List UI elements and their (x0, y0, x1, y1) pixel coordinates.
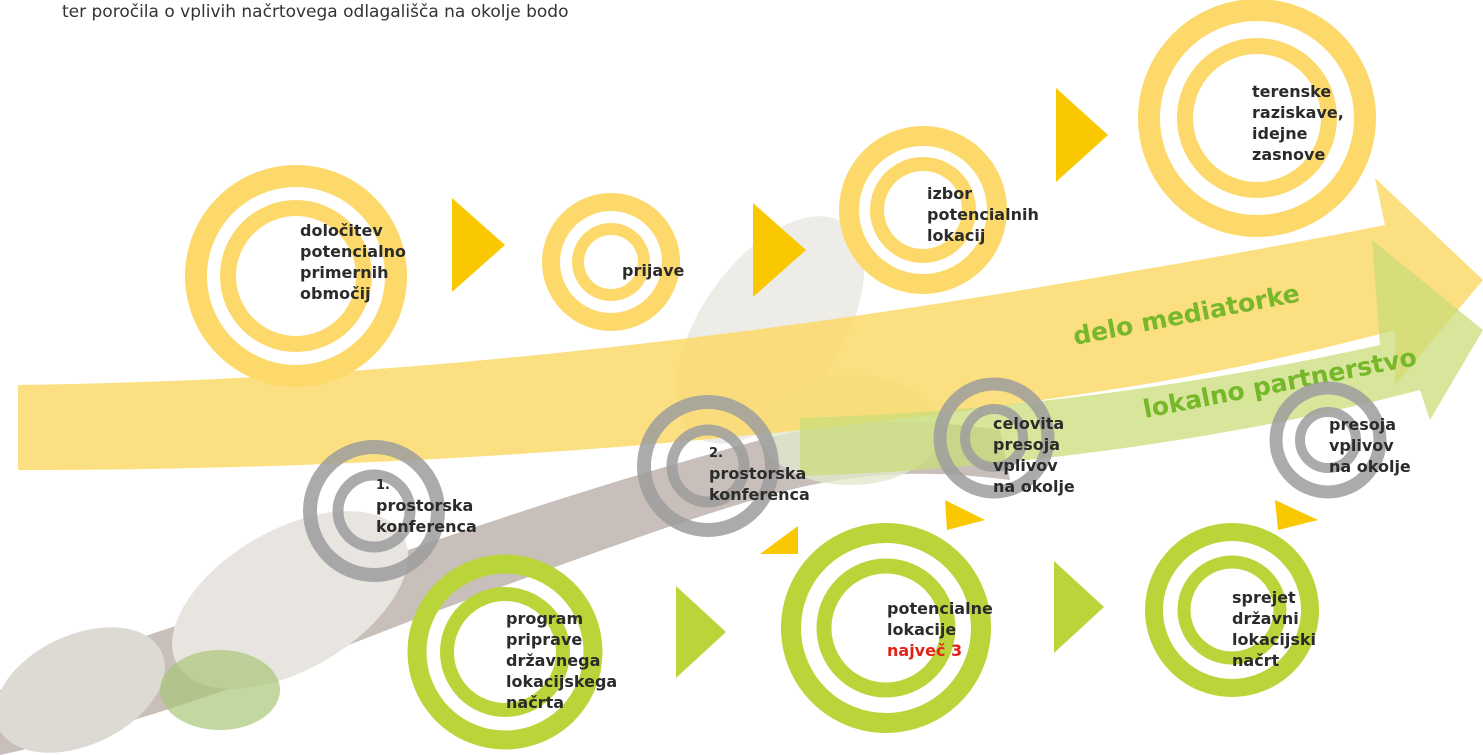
label-line: 1. (376, 478, 390, 493)
label-line: izbor (927, 184, 973, 203)
label-line: potencialno (300, 242, 406, 261)
step-label-konferenca-2: 2. prostorska konferenca (709, 445, 810, 505)
triangle-small-3 (1275, 500, 1318, 530)
intro-text: ter poročila o vplivih načrtovega odlaga… (62, 2, 569, 22)
step-label-konferenca-1: 1. prostorska konferenca (376, 477, 477, 537)
step-label-dolocitev: določitev potencialno primernih območij (300, 220, 406, 304)
label-line: potencialnih (927, 205, 1039, 224)
green-triangles (676, 561, 1104, 678)
triangle-3 (1056, 88, 1108, 182)
grey-rings (303, 377, 1387, 582)
label-line: prostorska (376, 496, 474, 515)
label-line: celovita (993, 414, 1065, 433)
ring-konf1-inner (332, 469, 416, 553)
label-line: lokacij (927, 226, 986, 245)
label-line: območij (300, 284, 371, 303)
label-line: sprejet (1232, 588, 1296, 607)
label-line: državni (1232, 609, 1299, 628)
label-line: idejne (1252, 124, 1308, 143)
label-line: program (506, 609, 584, 628)
step-label-program: program priprave državnega lokacijskega … (506, 608, 617, 713)
green-rings (407, 523, 1319, 750)
highlight-max-3: največ 3 (887, 641, 963, 660)
label-line: prijave (622, 261, 685, 280)
green-triangle-2 (1054, 561, 1104, 653)
ring-terenske-outer (1138, 0, 1376, 237)
label-line: prostorska (709, 464, 807, 483)
ring-sprejet-outer (1145, 523, 1319, 697)
step-label-sprejet: sprejet državni lokacijski načrt (1232, 587, 1316, 671)
ring-potencialne-inner (816, 558, 956, 698)
ring-program-outer (407, 554, 603, 750)
ring-presoja-inner (1295, 407, 1361, 473)
ring-konf2-outer (637, 395, 779, 537)
ring-dolocitev-outer (185, 165, 407, 387)
triangle-small-2 (945, 500, 985, 530)
label-line: presoja (993, 435, 1060, 454)
ring-sprejet-inner (1177, 555, 1287, 665)
yellow-rings (185, 0, 1376, 387)
label-line: 2. (709, 446, 723, 461)
label-line: vplivov (993, 456, 1058, 475)
step-label-celovita-presoja: celovita presoja vplivov na okolje (993, 413, 1075, 497)
label-line: potencialne (887, 599, 993, 618)
triangle-1 (452, 198, 505, 292)
label-line: lokacijski (1232, 630, 1317, 649)
ring-celovita-inner (960, 404, 1028, 472)
label-line: konferenca (709, 485, 810, 504)
step-label-potencialne: potencialne lokacije največ 3 (887, 598, 993, 661)
label-line: primernih (300, 263, 389, 282)
ring-program-inner (440, 587, 570, 717)
label-line: lokacije (887, 620, 957, 639)
step-label-terenske: terenske raziskave, idejne zasnove (1252, 81, 1344, 165)
ring-presoja-outer (1269, 381, 1387, 499)
mediator-arrow (18, 178, 1483, 470)
ring-celovita-outer (933, 377, 1055, 499)
label-line: priprave (506, 630, 583, 649)
ring-potencialne-outer (781, 523, 991, 733)
step-label-prijave: prijave (622, 260, 684, 281)
triangle-2 (753, 203, 806, 297)
triangle-small-1 (760, 526, 798, 554)
ring-dolocitev-inner (220, 200, 372, 352)
ring-prijave-outer (542, 193, 680, 331)
step-label-presoja: presoja vplivov na okolje (1329, 414, 1411, 477)
label-line: presoja (1329, 415, 1396, 434)
label-line: načrt (1232, 651, 1280, 670)
ring-izbor-inner (870, 157, 976, 263)
ring-izbor-outer (839, 126, 1007, 294)
label-line: raziskave, (1252, 103, 1344, 122)
step-label-izbor: izbor potencialnih lokacij (927, 183, 1039, 246)
label-line: načrta (506, 693, 565, 712)
ring-prijave-inner (572, 223, 650, 301)
yellow-triangles (452, 88, 1318, 554)
label-line: vplivov (1329, 436, 1394, 455)
label-line: konferenca (376, 517, 477, 536)
label-line: terenske (1252, 82, 1332, 101)
label-line: na okolje (993, 477, 1075, 496)
green-triangle-1 (676, 586, 726, 678)
label-line: lokacijskega (506, 672, 618, 691)
label-line: določitev (300, 221, 383, 240)
label-line: zasnove (1252, 145, 1326, 164)
label-line: na okolje (1329, 457, 1411, 476)
ring-konf2-inner (666, 424, 750, 508)
label-line: državnega (506, 651, 601, 670)
ring-terenske-inner (1177, 38, 1337, 198)
ring-konf1-outer (303, 440, 445, 582)
